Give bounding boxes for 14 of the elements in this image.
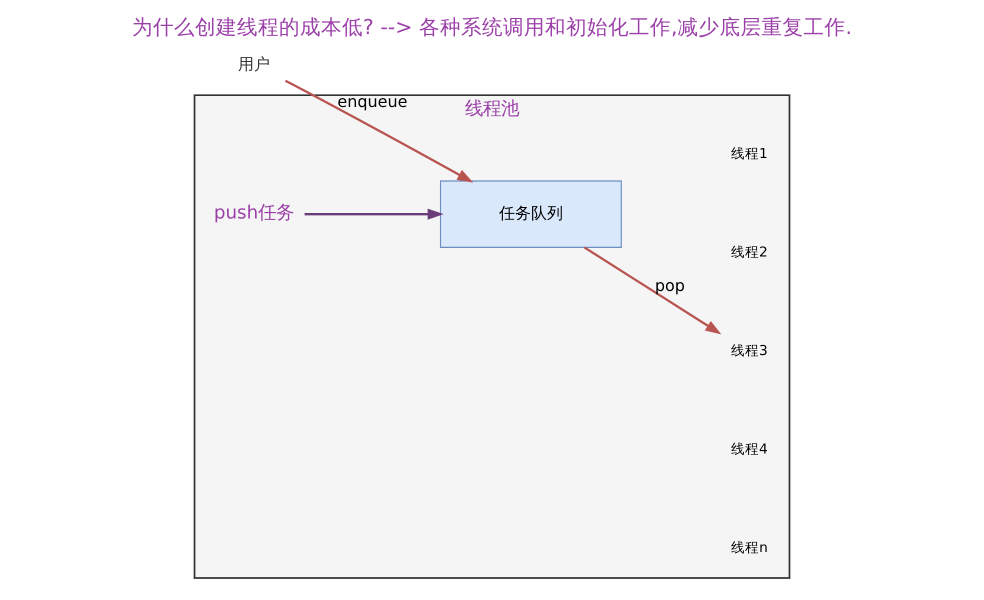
arrow	[304, 208, 444, 220]
arrow	[584, 246, 722, 334]
node-box: 任务队列	[440, 180, 622, 248]
edge-label: pop	[654, 276, 685, 296]
node-text: 线程1	[731, 146, 768, 162]
node-text: 线程3	[731, 343, 768, 360]
node-text: 线程n	[731, 540, 768, 556]
diagram-title: 为什么创建线程的成本低? --> 各种系统调用和初始化工作,减少底层重复工作.	[132, 14, 852, 39]
arrow	[284, 80, 474, 183]
node-text: 线程2	[731, 244, 768, 261]
node-text: 线程4	[731, 441, 768, 458]
edge-label: enqueue	[337, 92, 408, 111]
node-text: push任务	[214, 202, 294, 224]
node-text: 用户	[238, 54, 270, 74]
